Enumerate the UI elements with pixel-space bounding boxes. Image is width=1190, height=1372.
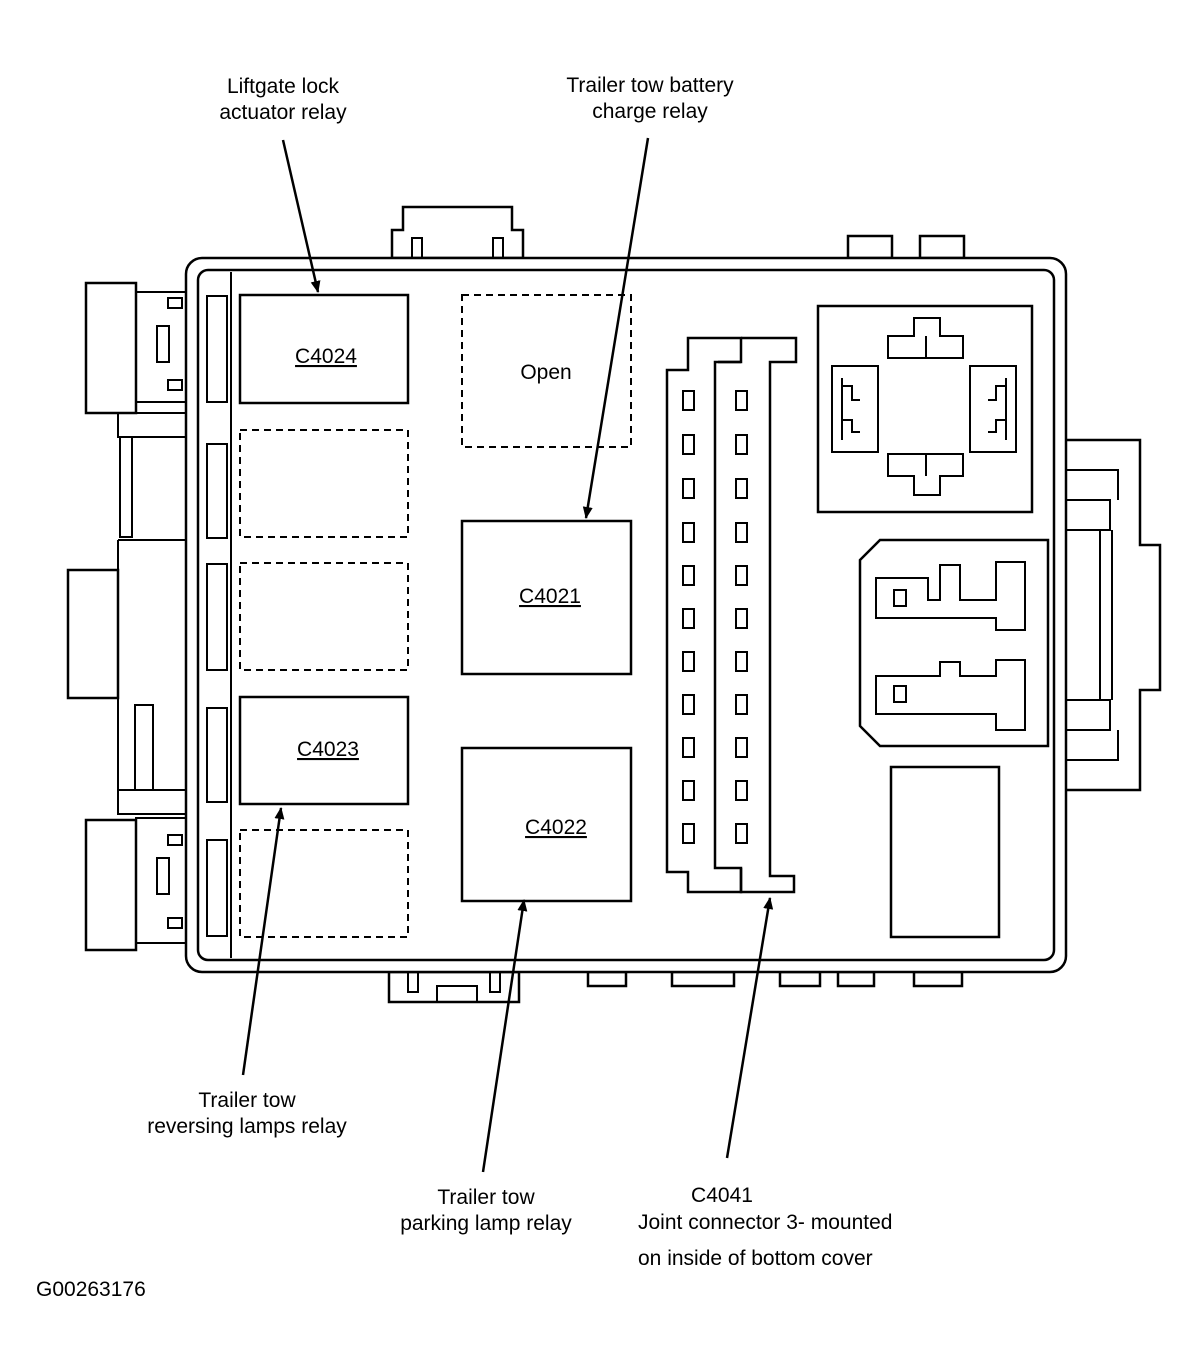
empty-relay-slot-3 — [239, 829, 409, 938]
reversing-callout: Trailer tow reversing lamps relay — [147, 1089, 347, 1138]
relay-c4024-label: C4024 — [295, 345, 357, 368]
top-tabs — [390, 205, 966, 260]
empty-relay-slot-2 — [239, 562, 409, 671]
relay-c4024: C4024 — [238, 293, 410, 405]
left-bottom-connector — [84, 818, 138, 952]
battery-label-line2: charge relay — [592, 100, 708, 123]
joint-connector-pins — [682, 390, 748, 844]
right-connector — [1066, 438, 1162, 792]
battery-callout-arrow — [582, 137, 650, 519]
relay-c4021: C4021 — [460, 519, 633, 676]
parking-callout-arrow — [481, 899, 528, 1173]
joint-connector-c4041 — [665, 336, 798, 894]
large-relay-socket — [816, 304, 1034, 514]
parking-label-line1: Trailer tow — [437, 1186, 535, 1209]
liftgate-label-line1: Liftgate lock — [227, 75, 340, 98]
fuse-box-housing — [184, 256, 1068, 974]
left-connectors — [66, 281, 187, 952]
empty-relay-slot-1 — [239, 429, 409, 538]
battery-callout: Trailer tow battery charge relay — [566, 74, 734, 123]
joint-callout: C4041 Joint connector 3- mounted on insi… — [638, 1184, 892, 1270]
reversing-label-line1: Trailer tow — [198, 1089, 296, 1112]
relay-open: Open — [461, 294, 632, 448]
joint-label-line1: C4041 — [691, 1184, 753, 1207]
parking-callout: Trailer tow parking lamp relay — [400, 1186, 572, 1235]
bottom-tabs — [387, 970, 964, 1004]
relay-c4023: C4023 — [238, 695, 410, 806]
bottom-right-cavity — [889, 765, 1001, 939]
relay-c4022: C4022 — [460, 746, 633, 903]
fuse-holder-1 — [875, 561, 1026, 631]
fuse-holder-compartment — [858, 538, 1050, 748]
liftgate-callout-arrow — [281, 139, 321, 293]
left-slot-column — [206, 272, 232, 958]
reversing-callout-arrow — [241, 807, 285, 1076]
relay-c4022-label: C4022 — [525, 816, 587, 839]
joint-label-line2: Joint connector 3- mounted — [638, 1211, 892, 1234]
relay-c4021-label: C4021 — [519, 585, 581, 608]
fuse-holder-2 — [875, 659, 1026, 731]
relay-c4023-label: C4023 — [297, 738, 359, 761]
battery-label-line1: Trailer tow battery — [566, 74, 734, 97]
left-middle-connector — [66, 568, 120, 700]
relay-open-label: Open — [520, 361, 571, 384]
joint-label-line3: on inside of bottom cover — [638, 1247, 873, 1270]
joint-callout-arrow — [725, 897, 774, 1159]
liftgate-callout: Liftgate lock actuator relay — [219, 75, 347, 124]
parking-label-line2: parking lamp relay — [400, 1212, 572, 1235]
figure-id: G00263176 — [36, 1278, 146, 1301]
reversing-label-line2: reversing lamps relay — [147, 1115, 347, 1138]
left-top-connector — [84, 281, 138, 415]
liftgate-label-line2: actuator relay — [219, 101, 347, 124]
